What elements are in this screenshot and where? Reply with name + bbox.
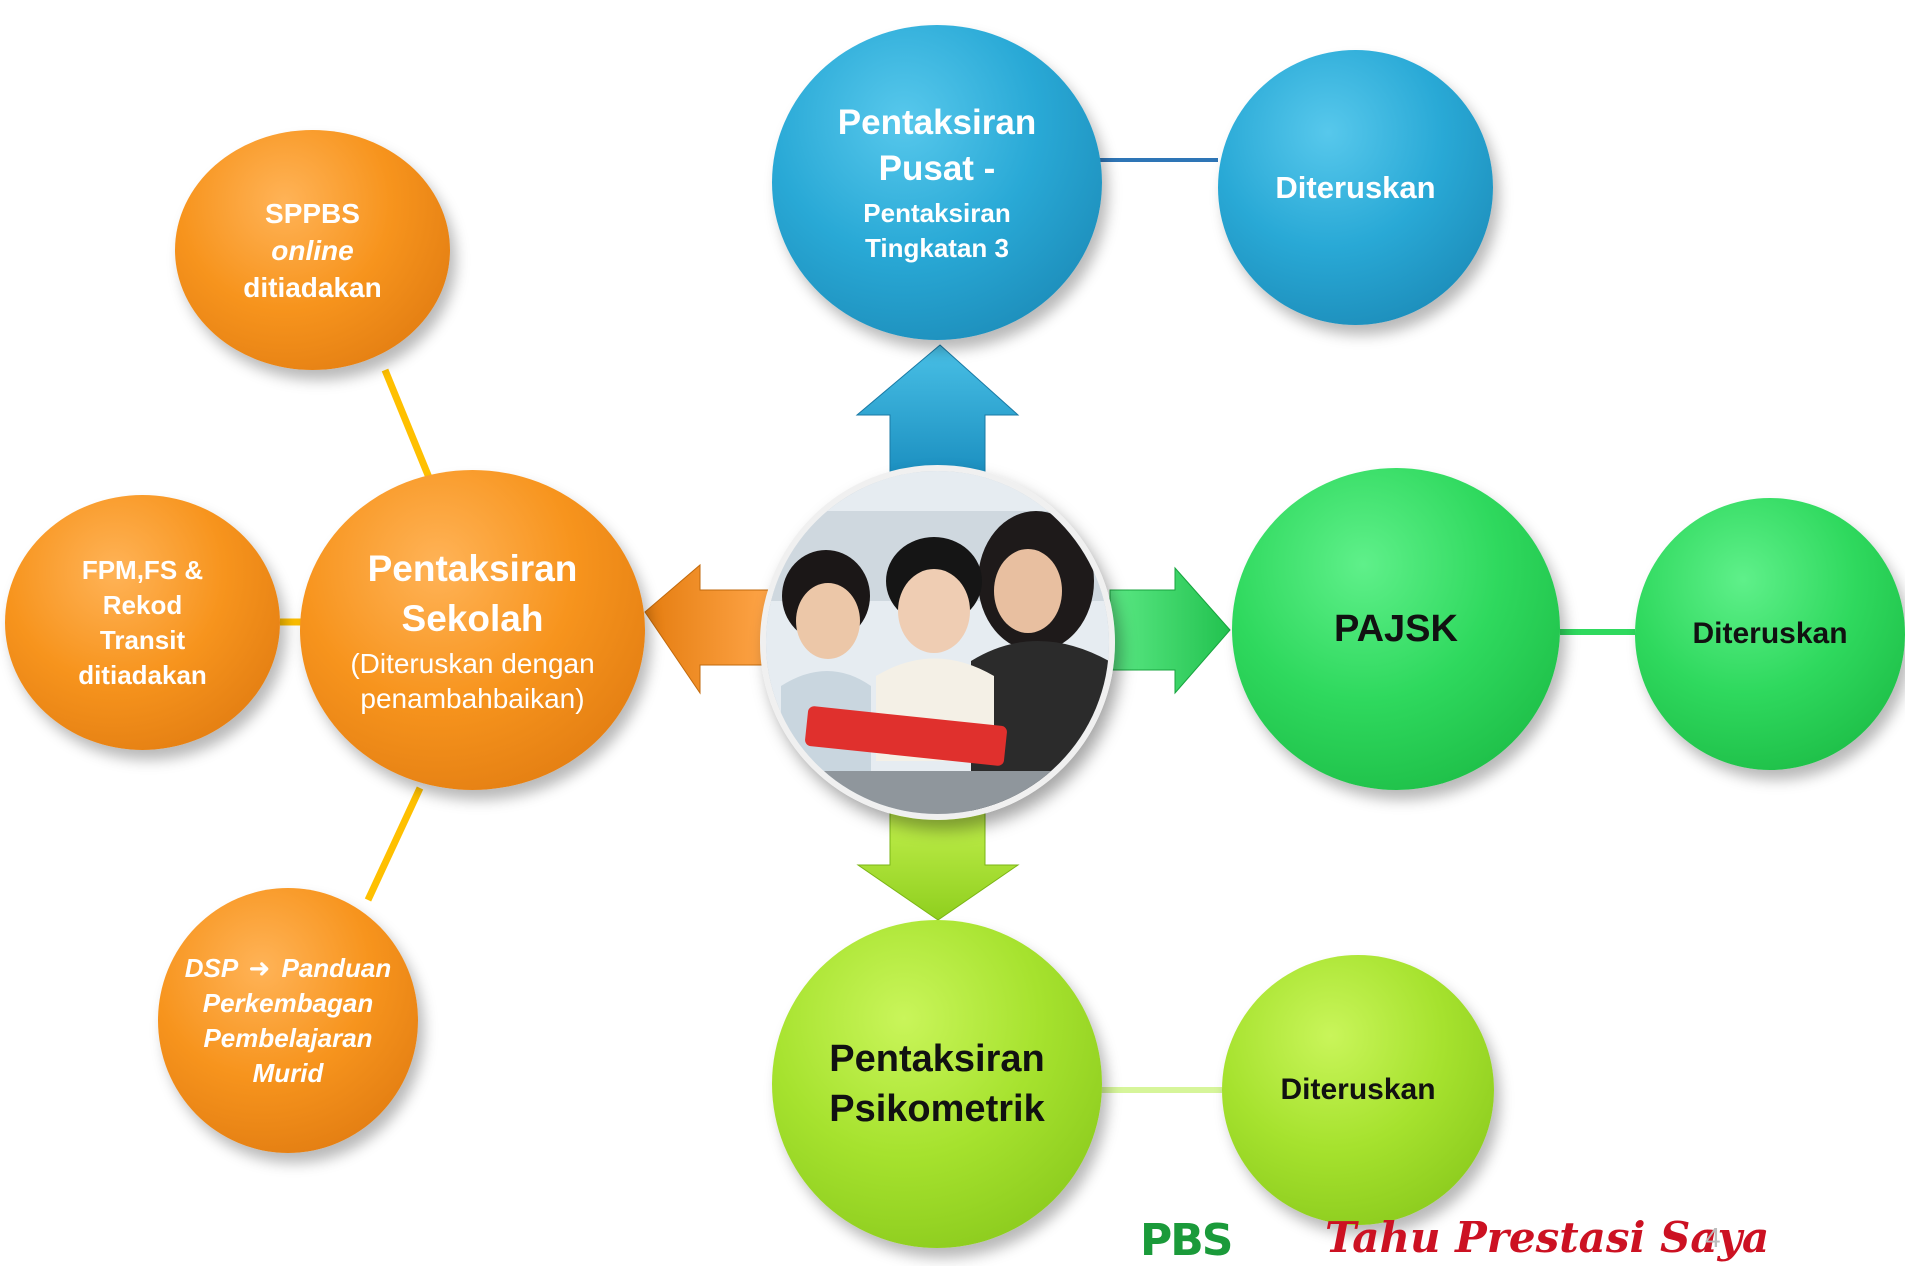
pbs-logo-tagline: Tahu Prestasi Saya — [1325, 1213, 1770, 1262]
sppbs-line2: online — [271, 234, 354, 266]
node-fpm-rekod-transit: FPM,FS & Rekod Transit ditiadakan — [5, 495, 280, 750]
pbs-logo-letters: PBS — [1140, 1215, 1233, 1266]
center-photo — [760, 465, 1115, 820]
arrow-down-lime — [856, 807, 1020, 921]
dsp-description: Panduan Perkembagan Pembelajaran Murid — [202, 952, 392, 1088]
pusat-line1: Pentaksiran — [837, 102, 1037, 142]
arrow-left-orange — [644, 563, 776, 695]
pbs-logo: PBS Tahu Prestasi Saya — [1140, 1213, 1780, 1266]
node-pentaksiran-sekolah: Pentaksiran Sekolah (Diteruskan dengan p… — [300, 470, 645, 790]
dsp-label: DSP — [184, 952, 238, 983]
connector-dsp — [364, 786, 424, 902]
pajsk-title: PAJSK — [1334, 607, 1458, 650]
sekolah-title: Pentaksiran Sekolah — [367, 548, 578, 639]
node-sppbs: SPPBS online ditiadakan — [175, 130, 450, 370]
pusat-line2: Pusat - — [878, 148, 996, 188]
pusat-line3: Pentaksiran Tingkatan 3 — [863, 197, 1011, 263]
children-photo-illustration — [766, 471, 1109, 814]
arrow-right-icon: ➜ — [248, 952, 271, 983]
node-pajsk-diteruskan: Diteruskan — [1635, 498, 1905, 770]
node-pentaksiran-pusat: Pentaksiran Pusat - Pentaksiran Tingkata… — [772, 25, 1102, 340]
node-psikometrik-diteruskan: Diteruskan — [1222, 955, 1494, 1225]
sppbs-line1: SPPBS — [265, 197, 360, 229]
sppbs-line3: ditiadakan — [243, 271, 382, 303]
slide-number: 4 — [1705, 1222, 1721, 1253]
psikometrik-title: Pentaksiran Psikometrik — [829, 1038, 1045, 1130]
pajsk-status: Diteruskan — [1692, 617, 1848, 650]
connector-sppbs — [381, 368, 434, 482]
node-pajsk: PAJSK — [1232, 468, 1560, 790]
pusat-status: Diteruskan — [1275, 169, 1436, 205]
node-pentaksiran-psikometrik: Pentaksiran Psikometrik — [772, 920, 1102, 1248]
node-pusat-diteruskan: Diteruskan — [1218, 50, 1493, 325]
psikometrik-status: Diteruskan — [1280, 1073, 1436, 1106]
arrow-right-green — [1109, 566, 1231, 695]
node-dsp: DSP ➜ Panduan Perkembagan Pembelajaran M… — [158, 888, 418, 1153]
fpm-text: FPM,FS & Rekod Transit ditiadakan — [78, 554, 207, 690]
arrow-up-blue — [855, 344, 1020, 476]
sekolah-subtitle: (Diteruskan dengan penambahbaikan) — [350, 648, 595, 714]
